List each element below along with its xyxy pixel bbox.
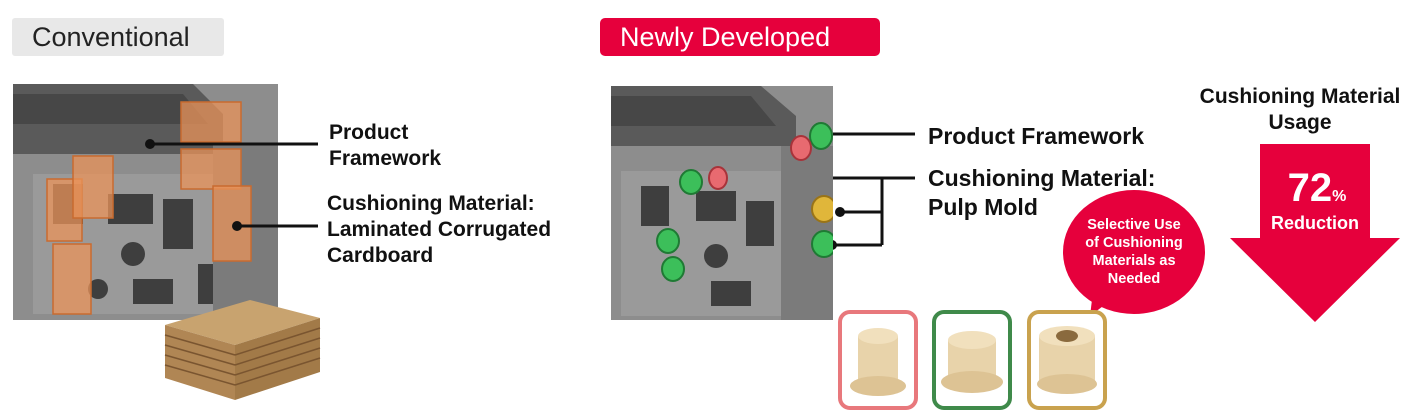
newly-developed-tag: Newly Developed bbox=[600, 18, 880, 56]
pulp-mold-part-red bbox=[838, 310, 918, 410]
percent-unit: % bbox=[1332, 188, 1347, 205]
new-framework-image bbox=[611, 86, 833, 320]
reduction-arrow bbox=[1230, 144, 1400, 322]
pulp-mold-part-green bbox=[932, 310, 1012, 410]
conventional-cushion-label: Cushioning Material: Laminated Corrugate… bbox=[327, 192, 552, 267]
corrugated-cardboard-image bbox=[155, 290, 325, 405]
pulp-mold-part-gold bbox=[1027, 310, 1107, 410]
conventional-tag: Conventional bbox=[12, 18, 224, 56]
selective-use-bubble: Selective Use of Cushioning Materials as… bbox=[1063, 190, 1205, 314]
conventional-framework-image bbox=[13, 84, 278, 320]
usage-title: Cushioning Material Usage bbox=[1199, 85, 1401, 134]
new-cushion-label: Cushioning Material: Pulp Mold bbox=[928, 165, 1156, 220]
new-framework-label: Product Framework bbox=[928, 123, 1144, 149]
conventional-framework-label: Product Framework bbox=[329, 121, 442, 170]
reduction-value: 72% bbox=[1287, 166, 1347, 210]
reduction-caption: Reduction bbox=[1271, 213, 1359, 233]
